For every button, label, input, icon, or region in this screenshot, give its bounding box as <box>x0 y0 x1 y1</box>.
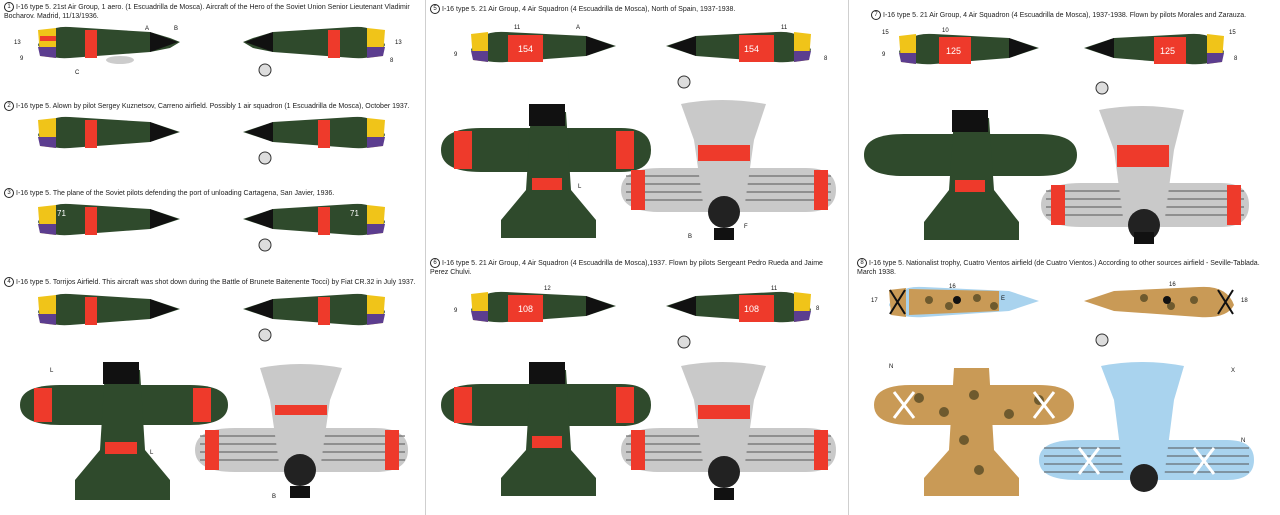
aircraft-code: 154 <box>744 44 759 54</box>
callout-number: 9 <box>20 56 24 62</box>
callout-number: 9 <box>882 52 886 58</box>
aircraft-side-view-3a: 71 <box>38 203 180 236</box>
callout-letter: X <box>1231 368 1235 374</box>
callout-number: 13 <box>14 40 21 46</box>
callout-number: 8 <box>1234 56 1238 62</box>
aircraft-code: 71 <box>350 209 359 218</box>
aircraft-side-view-1b <box>243 26 385 77</box>
callout-number: 15 <box>1229 30 1236 36</box>
callout-letter: B <box>272 494 276 500</box>
aircraft-top-view-7 <box>864 110 1077 240</box>
profile-number: 5 <box>430 4 440 14</box>
callout-number: 11 <box>771 286 778 292</box>
callout-number: 11 <box>781 25 788 31</box>
callout-letter: L <box>150 450 154 456</box>
callout-letter: B <box>174 26 178 32</box>
callout-number: 11 <box>514 25 521 31</box>
aircraft-bottom-view-7 <box>1041 106 1249 244</box>
profile-number: 3 <box>4 188 14 198</box>
aircraft-side-view-5a: 154 <box>471 31 616 63</box>
callout-letter: N <box>889 364 893 370</box>
callout-letter: B <box>688 234 692 240</box>
callout-number: 16 <box>949 284 956 290</box>
caption-text: I-16 type 5. The plane of the Soviet pil… <box>16 189 335 197</box>
caption-text: I-16 type 5. 21 Air Group, 4 Air Squadro… <box>430 259 823 276</box>
callout-letter: L <box>50 368 54 374</box>
aircraft-top-view-5 <box>441 104 651 238</box>
aircraft-side-view-4a <box>38 293 180 326</box>
callout-number: 9 <box>454 308 458 314</box>
aircraft-code: 125 <box>946 46 961 56</box>
aircraft-bottom-view-5 <box>621 100 836 240</box>
aircraft-code: 125 <box>1160 46 1175 56</box>
aircraft-code: 108 <box>744 304 759 314</box>
callout-number: 18 <box>1241 298 1248 304</box>
callout-letter: N <box>1241 438 1245 444</box>
callout-number: 8 <box>390 58 394 64</box>
callout-number: 8 <box>824 56 828 62</box>
aircraft-bottom-view-4 <box>195 364 408 498</box>
profile-number: 7 <box>871 10 881 20</box>
callout-number: 16 <box>1169 282 1176 288</box>
profile-number: 4 <box>4 277 14 287</box>
aircraft-side-view-6b: 108 <box>666 291 811 349</box>
callout-number: 9 <box>454 52 458 58</box>
callout-number: 13 <box>395 40 402 46</box>
callout-letter: C <box>75 70 80 76</box>
aircraft-side-view-1a <box>38 26 180 64</box>
aircraft-bottom-view-6 <box>621 362 836 500</box>
aircraft-top-view-8 <box>874 368 1074 496</box>
callout-number: 17 <box>871 298 878 304</box>
aircraft-side-view-7b: 125 <box>1084 33 1224 95</box>
callout-number: 15 <box>882 30 889 36</box>
aircraft-side-view-5b: 154 <box>666 31 811 89</box>
aircraft-bottom-view-8 <box>1039 362 1254 492</box>
aircraft-code: 71 <box>57 209 66 218</box>
aircraft-side-view-2b <box>243 116 385 165</box>
callout-letter: E <box>1001 296 1005 302</box>
profile-number: 2 <box>4 101 14 111</box>
callout-letter: F <box>744 224 748 230</box>
aircraft-side-view-4b <box>243 293 385 342</box>
aircraft-side-view-2a <box>38 116 180 149</box>
panel-right-drawings: 125 125 <box>864 28 1254 496</box>
caption-text: I-16 type 5. Torrijos Airfield. This air… <box>16 278 416 286</box>
aircraft-side-view-6a: 108 <box>471 291 616 323</box>
aircraft-top-view-4 <box>20 362 228 500</box>
aircraft-code: 154 <box>518 44 533 54</box>
caption-text: I-16 type 5. 21 Air Group, 4 Air Squadro… <box>883 11 1247 19</box>
caption-text: I-16 type 5. 21st Air Group, 1 aero. (1 … <box>4 3 410 20</box>
callout-letter: A <box>145 26 149 32</box>
callout-number: 10 <box>942 28 949 34</box>
aircraft-side-view-7a: 125 <box>899 33 1039 65</box>
aircraft-code: 108 <box>518 304 533 314</box>
caption-text: I-16 type 5. 21 Air Group, 4 Air Squadro… <box>442 5 736 13</box>
callout-number: 12 <box>544 286 551 292</box>
caption-text: I-16 type 5. Nationalist trophy, Cuatro … <box>857 259 1260 276</box>
panel-middle-drawings: 154 154 <box>441 25 836 500</box>
aircraft-side-view-8b <box>1084 286 1234 347</box>
aircraft-side-view-3b: 71 <box>243 203 385 252</box>
aircraft-side-view-8a <box>889 286 1039 318</box>
aircraft-top-view-6 <box>441 362 651 496</box>
panel-left-drawings: 71 71 <box>14 26 408 500</box>
callout-number: 8 <box>816 306 820 312</box>
callout-letter: L <box>578 184 582 190</box>
caption-text: I-16 type 5. Alown by pilot Sergey Kuzne… <box>16 102 410 110</box>
callout-letter: A <box>576 25 580 31</box>
